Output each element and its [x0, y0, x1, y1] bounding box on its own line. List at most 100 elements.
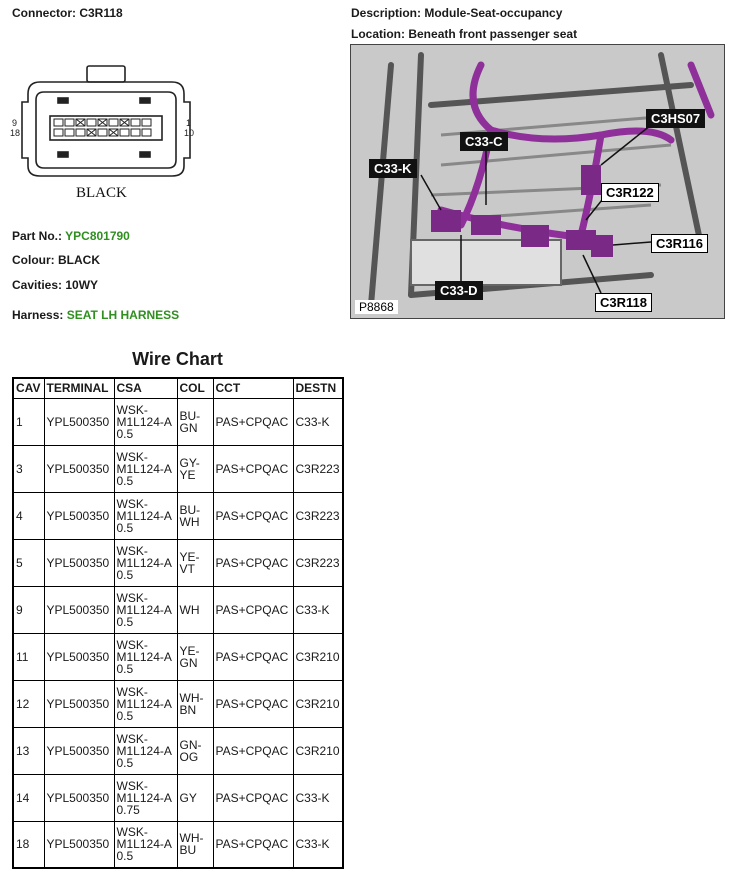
- cell-col: WH-BN: [176, 679, 214, 728]
- connector-face-drawing: 9 18 1 10 BLACK: [10, 62, 210, 212]
- cell-col: BU-GN: [176, 397, 214, 446]
- cell-cav: 18: [12, 820, 45, 869]
- connector-value: C3R118: [79, 6, 123, 20]
- cell-terminal: YPL500350: [43, 632, 115, 681]
- cell-destn: C3R210: [292, 679, 344, 728]
- location-heading: Location: Beneath front passenger seat: [351, 27, 577, 41]
- cell-col: BU-WH: [176, 491, 214, 540]
- cell-destn: C3R223: [292, 538, 344, 587]
- location-value: Beneath front passenger seat: [408, 27, 578, 41]
- cell-cav: 9: [12, 585, 45, 634]
- pin-18-label: 18: [10, 128, 20, 138]
- cell-destn: C3R210: [292, 632, 344, 681]
- cell-terminal: YPL500350: [43, 585, 115, 634]
- cell-terminal: YPL500350: [43, 444, 115, 493]
- cell-cav: 13: [12, 726, 45, 775]
- cell-cav: 12: [12, 679, 45, 728]
- callout-c33-d: C33-D: [435, 281, 483, 300]
- description-label: Description:: [351, 6, 422, 20]
- pin-1-label: 1: [186, 118, 191, 128]
- cell-col: GY: [176, 773, 214, 822]
- cell-col: YE-VT: [176, 538, 214, 587]
- harness-label: Harness:: [12, 308, 64, 322]
- colour-value: BLACK: [58, 253, 100, 267]
- cell-terminal: YPL500350: [43, 538, 115, 587]
- cell-destn: C3R223: [292, 444, 344, 493]
- callout-c33-k: C33-K: [369, 159, 417, 178]
- description-value: Module-Seat-occupancy: [424, 6, 563, 20]
- colour-label: Colour:: [12, 253, 55, 267]
- column-header-cav: CAV: [12, 377, 45, 399]
- harness-row: Harness: SEAT LH HARNESS: [12, 308, 179, 322]
- cell-cct: PAS+CPQAC: [212, 679, 294, 728]
- callout-c3r122: C3R122: [601, 183, 659, 202]
- cell-col: GY-YE: [176, 444, 214, 493]
- callout-c3r118: C3R118: [595, 293, 652, 312]
- connector-outline-icon: 9 18 1 10 BLACK: [10, 65, 194, 201]
- column-header-terminal: TERMINAL: [43, 377, 115, 399]
- cell-cct: PAS+CPQAC: [212, 820, 294, 869]
- cell-cav: 3: [12, 444, 45, 493]
- column-header-csa: CSA: [113, 377, 178, 399]
- cell-cav: 1: [12, 397, 45, 446]
- pin-10-label: 10: [184, 128, 194, 138]
- colour-row: Colour: BLACK: [12, 253, 100, 267]
- harness-link[interactable]: SEAT LH HARNESS: [66, 308, 180, 322]
- part-number-row: Part No.: YPC801790: [12, 229, 130, 243]
- cell-cct: PAS+CPQAC: [212, 397, 294, 446]
- cell-destn: C33-K: [292, 397, 344, 446]
- cell-terminal: YPL500350: [43, 726, 115, 775]
- cell-cct: PAS+CPQAC: [212, 491, 294, 540]
- cavities-row: Cavities: 10WY: [12, 278, 98, 292]
- cell-destn: C33-K: [292, 585, 344, 634]
- cell-destn: C33-K: [292, 820, 344, 869]
- cavities-label: Cavities:: [12, 278, 63, 292]
- connector-heading: Connector: C3R118: [12, 6, 123, 20]
- cell-cav: 4: [12, 491, 45, 540]
- cell-cav: 11: [12, 632, 45, 681]
- location-photo: C3HS07 C33-C C33-K C3R122 C3R116 C33-D C…: [350, 44, 725, 319]
- cell-cct: PAS+CPQAC: [212, 538, 294, 587]
- figure-code: P8868: [355, 300, 398, 314]
- callout-c3r116: C3R116: [651, 234, 708, 253]
- cell-cct: PAS+CPQAC: [212, 726, 294, 775]
- connector-label: Connector:: [12, 6, 76, 20]
- cell-cav: 14: [12, 773, 45, 822]
- cell-cav: 5: [12, 538, 45, 587]
- part-number-link[interactable]: YPC801790: [65, 229, 130, 243]
- column-header-cct: CCT: [212, 377, 294, 399]
- cell-col: GN-OG: [176, 726, 214, 775]
- cell-col: WH-BU: [176, 820, 214, 869]
- cell-cct: PAS+CPQAC: [212, 632, 294, 681]
- part-number-label: Part No.:: [12, 229, 63, 243]
- column-header-col: COL: [176, 377, 214, 399]
- cell-destn: C3R223: [292, 491, 344, 540]
- wire-chart-title: Wire Chart: [132, 349, 223, 369]
- location-label: Location:: [351, 27, 405, 41]
- cell-cct: PAS+CPQAC: [212, 773, 294, 822]
- cell-terminal: YPL500350: [43, 491, 115, 540]
- cell-terminal: YPL500350: [43, 679, 115, 728]
- cell-destn: C3R210: [292, 726, 344, 775]
- cell-col: WH: [176, 585, 214, 634]
